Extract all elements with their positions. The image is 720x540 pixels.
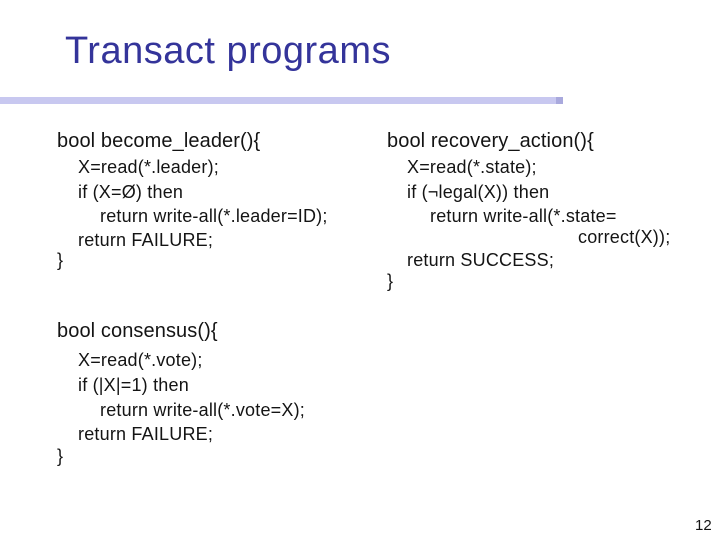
code-line: if (X=Ø) then — [78, 182, 184, 202]
code-close-brace: } — [387, 271, 394, 291]
code-line: if (¬legal(X)) then — [407, 182, 550, 202]
code-line: X=read(*.vote); — [78, 350, 203, 370]
code-header: bool become_leader(){ — [57, 130, 261, 152]
code-line: correct(X)); — [578, 227, 671, 247]
code-close-brace: } — [57, 446, 64, 466]
page-number: 12 — [695, 517, 712, 534]
code-header: bool consensus(){ — [57, 320, 218, 342]
slide-title: Transact programs — [65, 30, 391, 72]
code-line: X=read(*.state); — [407, 157, 537, 177]
code-line: X=read(*.leader); — [78, 157, 219, 177]
code-line: if (|X|=1) then — [78, 375, 189, 395]
code-line: return FAILURE; — [78, 230, 214, 250]
code-line: return write-all(*.leader=ID); — [100, 206, 328, 226]
code-line: return write-all(*.state= — [430, 206, 617, 226]
code-header: bool recovery_action(){ — [387, 130, 594, 152]
code-close-brace: } — [57, 250, 64, 270]
title-underline-bar — [0, 97, 563, 104]
code-line: return FAILURE; — [78, 424, 214, 444]
code-line: return SUCCESS; — [407, 250, 555, 270]
code-line: return write-all(*.vote=X); — [100, 400, 305, 420]
